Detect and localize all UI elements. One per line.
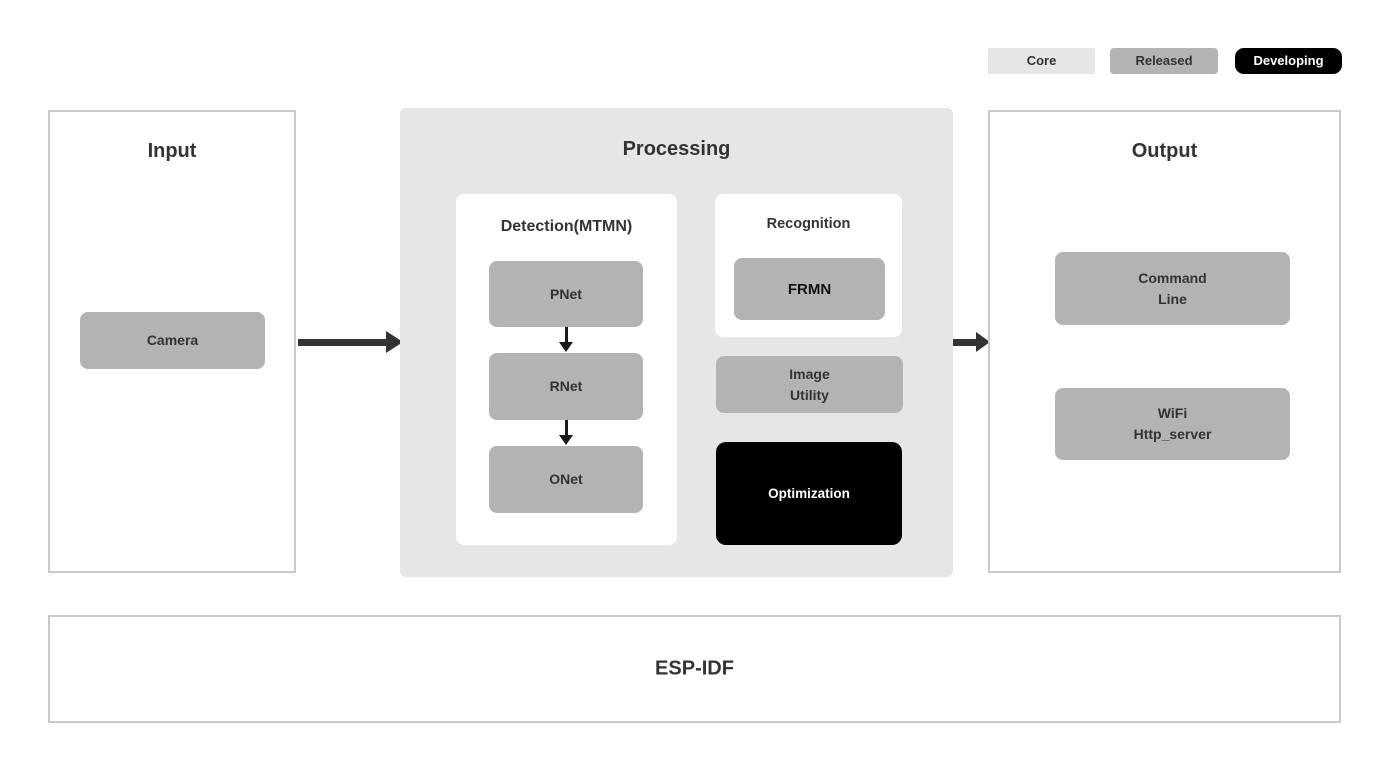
camera-node: Camera: [80, 312, 265, 369]
arrow-head-icon: [976, 332, 990, 352]
legend-chip-core: Core: [988, 48, 1095, 74]
recognition-group: Recognition FRMN: [715, 194, 902, 337]
wifi-http-server-node: WiFi Http_server: [1055, 388, 1290, 460]
detection-group-title: Detection(MTMN): [500, 218, 633, 235]
input-section: Input Camera: [48, 110, 296, 573]
image-utility-node: Image Utility: [716, 356, 903, 413]
image-utility-line1: Image: [789, 365, 830, 382]
arrow-line: [953, 339, 976, 346]
output-section-title: Output: [1131, 140, 1198, 162]
recognition-group-title: Recognition: [766, 216, 851, 232]
pnet-node: PNet: [489, 261, 643, 327]
arrow-rnet-to-onet: [565, 420, 568, 436]
processing-section-title: Processing: [622, 138, 731, 160]
processing-section: Processing Detection(MTMN) PNet RNet ONe…: [400, 108, 953, 577]
arrow-pnet-to-rnet: [565, 327, 568, 343]
arrow-head-icon: [559, 342, 573, 352]
frmn-node: FRMN: [734, 258, 885, 320]
arrow-head-icon: [559, 435, 573, 445]
wifi-line1: WiFi: [1157, 405, 1188, 421]
arrow-line: [298, 339, 386, 346]
onet-node: ONet: [489, 446, 643, 513]
rnet-node: RNet: [489, 353, 643, 420]
command-line-line1: Command: [1138, 269, 1207, 286]
command-line-node: Command Line: [1055, 252, 1290, 325]
detection-group: Detection(MTMN) PNet RNet ONet: [456, 194, 677, 545]
input-section-title: Input: [147, 140, 197, 162]
command-line-line2: Line: [1158, 290, 1187, 307]
esp-idf-title: ESP-IDF: [655, 657, 734, 680]
output-section: Output Command Line WiFi Http_server: [988, 110, 1341, 573]
legend-chip-released: Released: [1110, 48, 1218, 74]
legend-chip-developing: Developing: [1235, 48, 1342, 74]
optimization-node: Optimization: [716, 442, 902, 545]
image-utility-line2: Utility: [790, 386, 829, 403]
esp-idf-section: ESP-IDF: [48, 615, 1341, 723]
wifi-line2: Http_server: [1133, 426, 1212, 442]
arrow-head-icon: [386, 331, 403, 353]
